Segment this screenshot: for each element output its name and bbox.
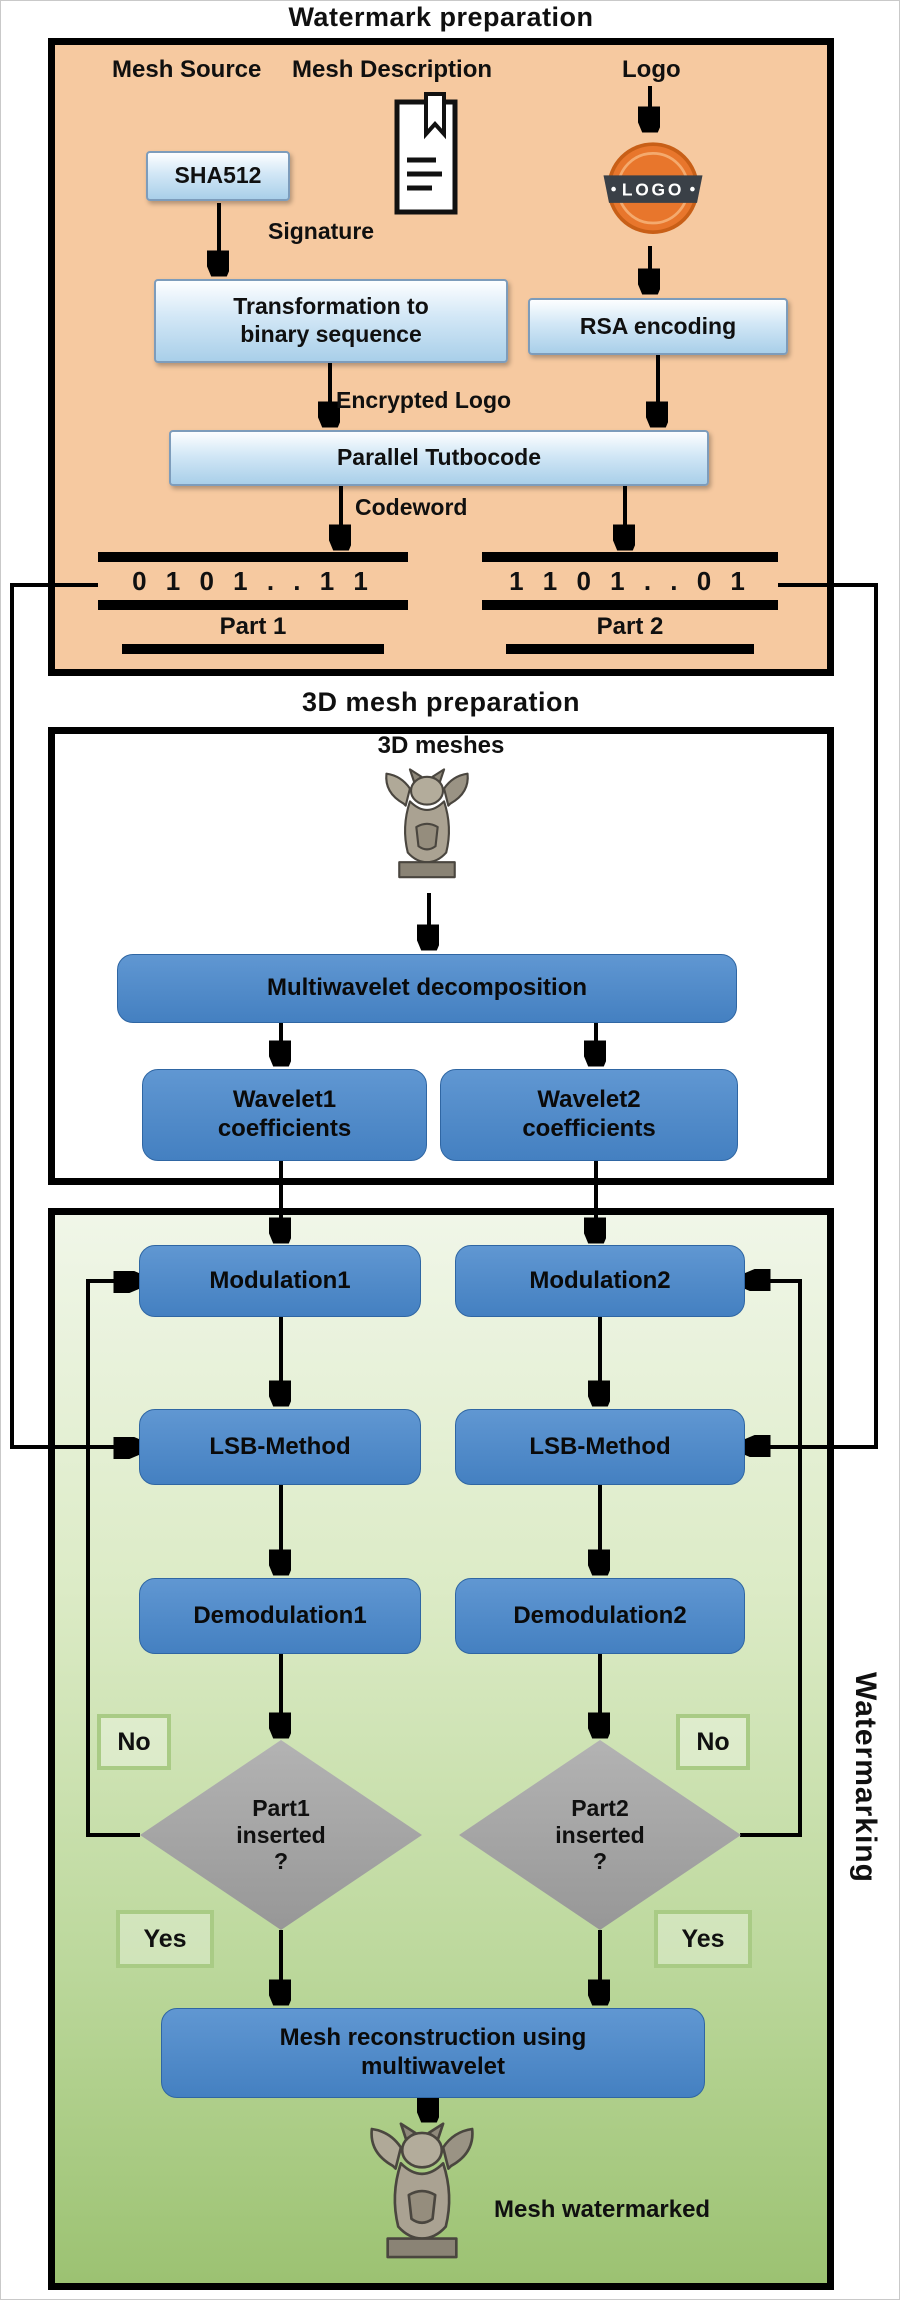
modulation2-box: Modulation2 — [455, 1245, 745, 1317]
codeword-part1-group: 0 1 0 1 . . 1 1 Part 1 — [98, 552, 408, 654]
transformation-box: Transformation to binary sequence — [154, 279, 508, 363]
logo-badge-icon: LOGO — [603, 142, 703, 234]
demodulation1-box: Demodulation1 — [139, 1578, 421, 1654]
codeword-bar — [98, 552, 408, 562]
codeword-bar — [98, 600, 408, 610]
codeword-bar — [482, 552, 778, 562]
signature-label: Signature — [268, 218, 375, 244]
watermarking-side-label: Watermarking — [849, 1672, 882, 1883]
part2-bits: 1 1 0 1 . . 0 1 — [509, 566, 751, 596]
encrypted-logo-label: Encrypted Logo — [336, 387, 512, 413]
mesh-reconstruction-box: Mesh reconstruction using multiwavelet — [161, 2008, 705, 2098]
codeword-bar — [506, 644, 754, 654]
yes-label-left: Yes — [116, 1910, 214, 1968]
yes-label-right: Yes — [654, 1910, 752, 1968]
badge-banner — [603, 175, 703, 203]
logo-label: Logo — [622, 56, 681, 83]
mesh-description-label: Mesh Description — [292, 56, 493, 83]
gargoyle-watermarked-image — [370, 2122, 474, 2259]
part2-label: Part 2 — [596, 613, 664, 640]
no-label-left: No — [97, 1714, 171, 1770]
modulation1-box: Modulation1 — [139, 1245, 421, 1317]
parallel-turbocode-box: Parallel Tutbocode — [169, 430, 709, 486]
mesh-preparation-title: 3D mesh preparation — [301, 687, 581, 717]
3d-meshes-label: 3D meshes — [377, 732, 505, 759]
part1-label: Part 1 — [219, 613, 287, 640]
mesh-source-label: Mesh Source — [112, 56, 262, 83]
document-icon — [394, 92, 458, 215]
sha512-box: SHA512 — [146, 151, 290, 201]
mesh-watermarked-label: Mesh watermarked — [494, 2196, 711, 2223]
lsb-method2-box: LSB-Method — [455, 1409, 745, 1485]
codeword-label: Codeword — [355, 494, 468, 520]
wavelet2-coefficients-box: Wavelet2 coefficients — [440, 1069, 738, 1161]
codeword-part2-group: 1 1 0 1 . . 0 1 Part 2 — [482, 552, 778, 654]
demodulation2-box: Demodulation2 — [455, 1578, 745, 1654]
multiwavelet-decomposition-box: Multiwavelet decomposition — [117, 954, 737, 1023]
codeword-bar — [122, 644, 384, 654]
gargoyle-mesh-image — [385, 768, 469, 879]
watermarking-panel — [48, 1208, 834, 2290]
no-label-right: No — [676, 1714, 750, 1770]
wavelet1-coefficients-box: Wavelet1 coefficients — [142, 1069, 427, 1161]
rsa-encoding-box: RSA encoding — [528, 298, 788, 355]
codeword-bar — [482, 600, 778, 610]
lsb-method1-box: LSB-Method — [139, 1409, 421, 1485]
badge-text: LOGO — [622, 180, 684, 200]
watermark-preparation-title: Watermark preparation — [288, 2, 594, 32]
part1-bits: 0 1 0 1 . . 1 1 — [132, 566, 374, 596]
